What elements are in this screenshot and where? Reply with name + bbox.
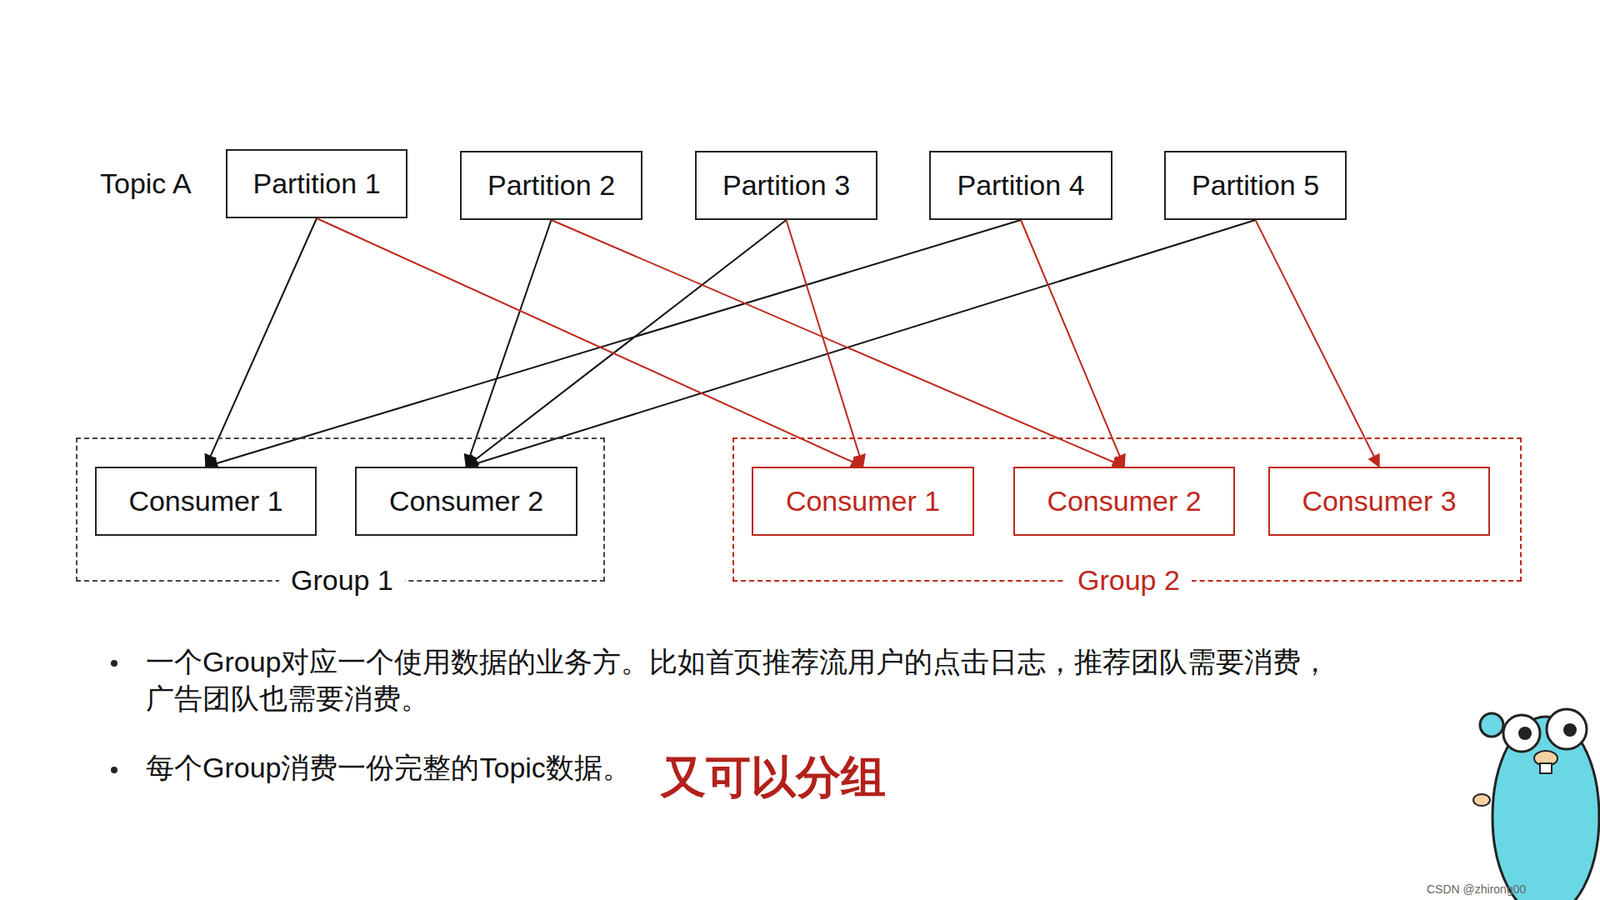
box-label: Consumer 2 <box>1046 485 1201 518</box>
partition-arrow <box>205 220 1021 467</box>
box-label: Partition 1 <box>252 167 380 200</box>
partition-arrow <box>551 220 1125 467</box>
partition-box: Partition 3 <box>695 150 878 220</box>
box-label: Partition 3 <box>722 169 850 202</box>
partition-arrow <box>316 218 864 467</box>
gopher-mascot <box>1473 709 1600 900</box>
consumer-box: Consumer 2 <box>355 466 578 536</box>
partition-arrow <box>205 218 317 467</box>
partition-box: Partition 5 <box>1164 150 1347 220</box>
box-label: Consumer 1 <box>785 485 940 518</box>
consumer-box: Consumer 3 <box>1268 466 1490 536</box>
topic-label: Topic A <box>100 165 192 202</box>
partition-arrow <box>466 220 552 467</box>
partition-box: Partition 4 <box>929 150 1113 220</box>
box-label: Consumer 1 <box>128 485 283 518</box>
consumer-box: Consumer 1 <box>95 466 317 536</box>
bullet-note: 每个Group消费一份完整的Topic数据。 <box>145 750 631 786</box>
partition-box: Partition 2 <box>460 150 643 220</box>
box-label: Partition 5 <box>1191 169 1320 202</box>
watermark: CSDN @zhirong00 <box>1426 881 1526 897</box>
box-label: Consumer 3 <box>1301 485 1456 518</box>
consumer-group: Group 1Consumer 1Consumer 2 <box>75 437 605 582</box>
bullet-dot <box>110 766 118 774</box>
consumer-group: Group 2Consumer 1Consumer 2Consumer 3 <box>732 437 1522 582</box>
box-label: Partition 4 <box>956 169 1085 202</box>
partition-box: Partition 1 <box>225 149 408 219</box>
consumer-box: Consumer 1 <box>751 466 975 536</box>
bullet-note: 一个Group对应一个使用数据的业务方。比如首页推荐流用户的点击日志，推荐团队需… <box>145 643 1355 717</box>
group-label: Group 2 <box>1065 563 1192 597</box>
partition-arrow <box>1255 220 1380 467</box>
partition-arrow <box>466 220 1256 467</box>
box-label: Consumer 2 <box>389 485 544 518</box>
bullet-dot <box>110 660 118 667</box>
box-label: Partition 2 <box>487 169 615 202</box>
group-label: Group 1 <box>279 563 405 597</box>
partition-arrow <box>786 220 864 467</box>
emphasis-note: 又可以分组 <box>660 748 886 805</box>
partition-arrow <box>466 220 787 467</box>
partition-arrow <box>1020 220 1125 467</box>
consumer-box: Consumer 2 <box>1013 466 1235 536</box>
